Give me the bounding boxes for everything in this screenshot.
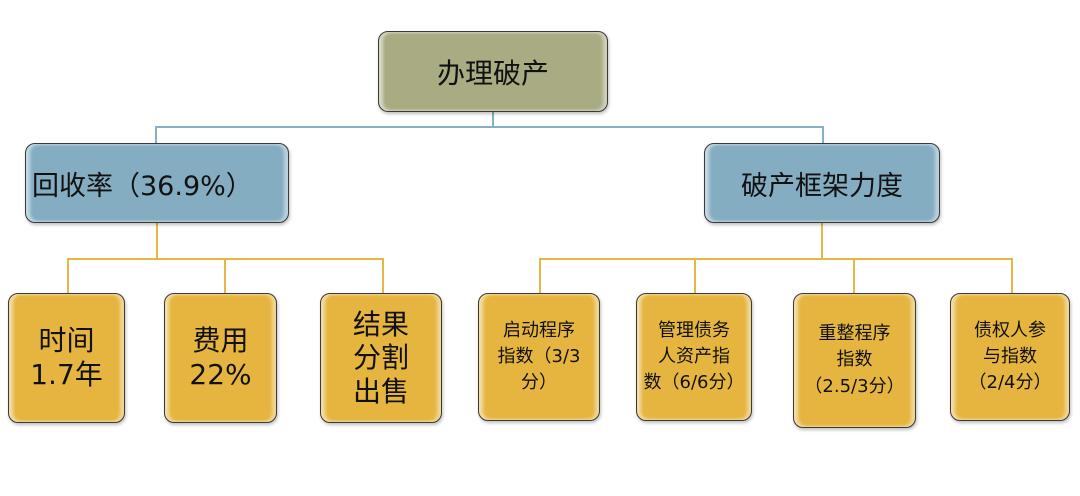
branch-label: 回收率（36.9%） [32,170,253,202]
connector [155,126,157,143]
leaf-line: 出售 [352,374,409,408]
connector [224,258,226,293]
leaf-line: 分割 [352,341,409,375]
leaf-line: 分） [521,372,557,394]
leaf-management-index: 管理债务人资产指数（6/6分） [636,293,752,421]
leaf-line: 人资产指 [658,345,730,367]
connector [492,112,494,127]
connector [821,223,823,259]
connector [382,258,384,293]
leaf-line: （2/4分） [968,372,1052,394]
leaf-line: 时间 [38,324,95,358]
leaf-line: 重整程序 [818,323,891,345]
leaf-line: 指数 [836,349,873,371]
connector [155,126,824,128]
leaf-reorganization-index: 重整程序指数 （2.5/3分） [793,293,916,428]
leaf-outcome: 结果分割出售 [320,293,442,423]
connector [1011,258,1013,293]
connector [853,258,855,293]
connector [156,223,158,259]
leaf-line: （2.5/3分） [804,375,905,397]
leaf-line: 数（6/6分） [643,372,745,394]
leaf-line: 管理债务 [658,319,730,341]
connector [822,126,824,143]
root-label: 办理破产 [436,56,549,90]
leaf-line: 结果 [352,307,409,341]
connector [67,258,69,293]
branch-framework-strength: 破产框架力度 [704,143,940,223]
leaf-line: 债权人参 [974,319,1046,341]
leaf-line: 22% [189,358,252,391]
leaf-line: 1.7年 [30,358,103,391]
leaf-line: 启动程序 [503,319,575,341]
leaf-creditor-participation-index: 债权人参与指数 （2/4分） [950,293,1070,421]
leaf-commencement-index: 启动程序指数（3/3 分） [478,293,600,421]
leaf-line: 与指数 [983,345,1037,367]
branch-label: 破产框架力度 [741,170,903,202]
connector [694,258,696,293]
branch-recovery-rate: 回收率（36.9%） [25,143,289,223]
leaf-line: 费用 [192,324,249,358]
connector [539,258,541,293]
connector [539,258,1013,260]
root-node: 办理破产 [378,31,608,112]
leaf-line: 指数（3/3 [497,345,581,367]
